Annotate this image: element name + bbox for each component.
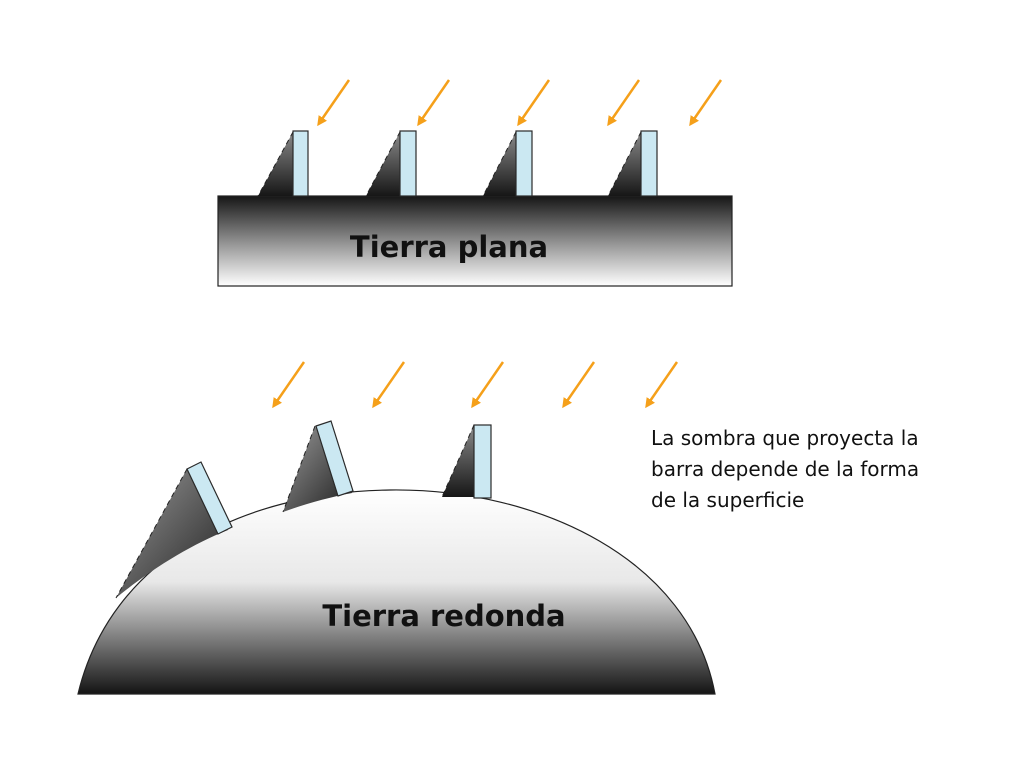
flat-bar: [399, 130, 417, 197]
flat-earth-block: [217, 195, 733, 287]
sun-ray-arrow: [417, 79, 451, 127]
caption-line: La sombra que proyecta la: [651, 426, 919, 450]
round-shadow: [283, 426, 352, 512]
sun-ray-arrow: [607, 79, 641, 127]
round-bar: [315, 420, 354, 497]
flat-shadow-edge: [257, 131, 294, 197]
flat-shadow-edge: [607, 131, 642, 197]
round-bar: [473, 424, 492, 499]
flat-earth-group: Tierra plana: [217, 79, 733, 287]
round-earth-label: Tierra redonda: [322, 599, 565, 633]
round-shadow-edge: [441, 424, 475, 498]
round-earth-dome: [77, 489, 716, 695]
round-earth-group: Tierra redonda: [77, 361, 716, 695]
flat-bar: [640, 130, 658, 197]
sun-ray-arrow: [689, 79, 723, 127]
flat-bar: [515, 130, 533, 197]
flat-shadow-edge: [365, 131, 401, 197]
round-shadow-edge: [282, 425, 316, 513]
sun-ray-arrow: [562, 361, 596, 409]
sun-ray-arrow: [372, 361, 406, 409]
flat-shadow-edge: [482, 131, 517, 197]
caption-line: de la superficie: [651, 488, 805, 512]
sun-ray-arrow: [471, 361, 505, 409]
sun-ray-arrow: [517, 79, 551, 127]
sun-ray-arrow: [272, 361, 306, 409]
caption-text: La sombra que proyecta la barra depende …: [651, 423, 981, 516]
round-shadow: [116, 469, 228, 598]
sun-ray-arrow: [645, 361, 679, 409]
flat-bar: [292, 130, 309, 197]
caption-line: barra depende de la forma: [651, 457, 920, 481]
round-bar: [186, 461, 233, 535]
flat-earth-label: Tierra plana: [350, 230, 548, 264]
sun-ray-arrow: [317, 79, 351, 127]
round-shadow-edge: [115, 468, 188, 599]
